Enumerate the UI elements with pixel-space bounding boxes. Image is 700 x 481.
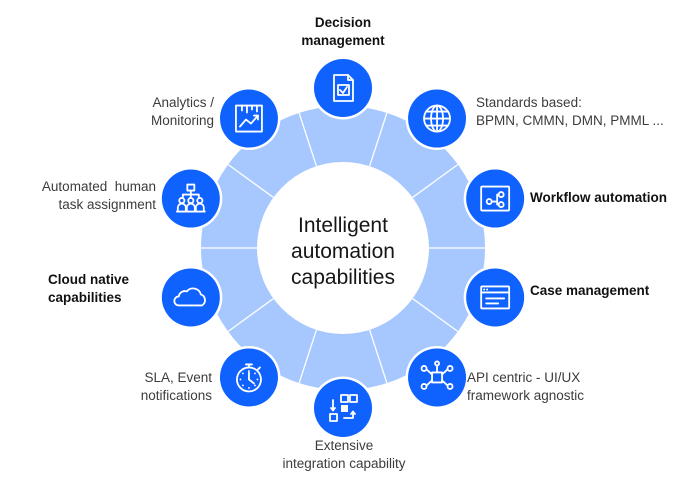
ring-spokes — [201, 112, 485, 384]
center-title-line-1: Intelligent — [298, 214, 388, 237]
capability-node-case — [463, 265, 527, 329]
ring-spoke — [227, 164, 274, 198]
center-title-line-2: automation — [291, 240, 395, 263]
workflow-icon — [480, 185, 511, 212]
browser-window-icon — [480, 285, 511, 310]
center-circle — [257, 162, 429, 334]
capability-node-human-task — [159, 167, 223, 231]
center-title-line-3: capabilities — [291, 266, 395, 289]
ring-spoke — [298, 112, 318, 167]
node-circle — [314, 59, 372, 117]
capability-node-sla — [217, 345, 281, 409]
ring-spoke — [412, 298, 459, 332]
capability-node-analytics — [217, 87, 281, 151]
node-circle — [408, 348, 467, 407]
ring-spoke — [227, 298, 274, 332]
node-circle — [466, 169, 525, 228]
capability-node-decision — [311, 56, 375, 120]
people-group-icon — [175, 183, 206, 213]
api-network-icon — [420, 360, 454, 390]
ring-spoke — [368, 329, 388, 384]
capability-node-integration — [311, 376, 375, 440]
stopwatch-icon — [236, 363, 262, 393]
capability-nodes — [159, 56, 527, 440]
label-api-centric: API centric - UI/UX framework agnostic — [467, 370, 585, 403]
label-workflow-automation: Workflow automation — [530, 190, 667, 205]
label-sla-event: SLA, Event notifications — [140, 370, 212, 403]
integration-blocks-icon — [329, 394, 358, 422]
ring-spoke — [298, 329, 318, 384]
ring-spoke — [412, 164, 459, 198]
label-automated-human-task: Automated human task assignment — [41, 179, 156, 212]
label-case-management: Case management — [530, 283, 650, 298]
label-integration-capability: Extensive integration capability — [282, 438, 406, 471]
capability-node-cloud — [159, 265, 223, 329]
capability-node-workflow — [463, 167, 527, 231]
capability-node-standards — [405, 87, 469, 151]
label-decision-management: Decision management — [301, 15, 385, 48]
label-analytics-monitoring: Analytics / Monitoring — [150, 95, 214, 128]
cloud-icon — [173, 287, 206, 307]
capability-node-api — [405, 345, 469, 409]
label-standards-based: Standards based: BPMN, CMMN, DMN, PMML .… — [476, 95, 664, 128]
node-circle — [161, 268, 220, 327]
document-check-icon — [333, 74, 354, 102]
label-cloud-native: Cloud native capabilities — [48, 272, 130, 305]
ring-spoke — [368, 112, 388, 167]
node-circle — [219, 89, 278, 148]
analytics-chart-icon — [235, 104, 263, 133]
globe-icon — [423, 104, 451, 133]
node-circle — [466, 268, 525, 327]
